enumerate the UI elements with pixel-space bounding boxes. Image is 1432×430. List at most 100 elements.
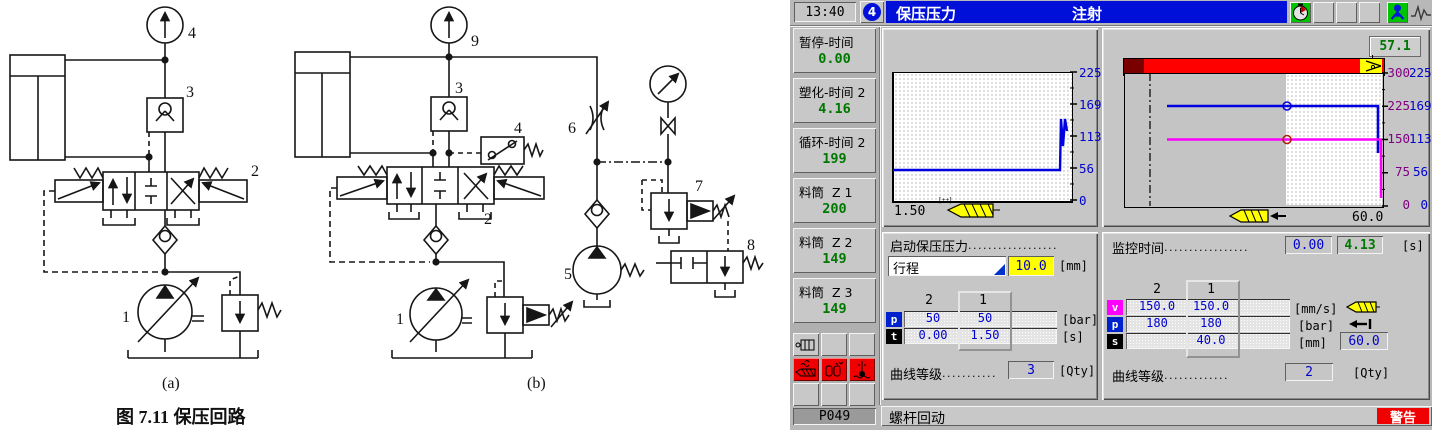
leader-dots: ........... [942,367,997,380]
tool-blank-2[interactable] [849,333,875,356]
toolbar-blank-button-2[interactable] [1336,2,1357,23]
top-bar: 13:40 4 保压压力 注射 [790,0,1432,25]
sidebar-item-value: 149 [822,301,847,317]
toolbar-blank-button-1[interactable] [1313,2,1334,23]
time-step1-field[interactable]: 1.50 [970,328,1000,342]
chart2-ytick-right: 225 [1409,65,1432,80]
sidebar-item-label: 循环-时间 2 [799,135,866,150]
sidebar-item-pause-time[interactable]: 暂停-时间 0.00 [793,28,876,73]
screw-move-left-icon [1228,209,1286,223]
hydraulic-circuit-figure: 4 3 2 1 9 3 4 2 1 5 6 7 8 (a) (b) 图 7.11… [9,6,764,427]
pressure-step1-field[interactable]: 50 [977,311,993,325]
row-chip-t: t [886,329,902,344]
sidebar-item-barrel-z3[interactable]: 料筒 Z 3 149 [793,278,876,323]
chart2-ytick-right: 169 [1409,98,1432,113]
nozzle-heat-button[interactable] [849,358,875,381]
pressure-node-marker[interactable] [1282,101,1292,111]
pressure-row-strip: 50 50 [904,311,1057,327]
label-a3: 3 [186,84,194,101]
sidebar-item-plast-time[interactable]: 塑化-时间 2 4.16 [793,78,876,123]
chart1-ytick: 169 [1079,97,1102,112]
time-row-unit: [s] [1062,330,1084,344]
time-step2-field[interactable]: 0.00 [918,328,948,342]
row-chip-p: p [1107,317,1123,332]
figure-caption: 图 7.11 保压回路 [116,406,247,427]
hydraulic-circuit-svg: 4 3 2 1 9 3 4 2 1 5 6 7 8 (a) (b) 图 7.11… [9,6,764,427]
start-threshold-unit: [mm] [1059,259,1088,273]
chart2-ytick-left: 225 [1387,98,1410,113]
label-a1: 1 [122,309,130,326]
tank-b [391,350,533,359]
toolbar-blank-button-3[interactable] [1359,2,1380,23]
tool-blank-4[interactable] [821,383,847,406]
end-position-field[interactable]: 60.0 [1340,332,1388,350]
chart1-plot-area [892,72,1073,203]
sidebar-item-label: 料筒 Z 2 [799,235,853,250]
label-b6: 6 [568,120,576,137]
variable-pump-a [137,276,204,343]
label-a2: 2 [251,163,259,180]
progress-dark-segment [1124,59,1144,73]
sidebar-item-value: 199 [822,151,847,167]
start-threshold-field[interactable]: 10.0 [1008,256,1054,276]
chart2-ytick-left: 75 [1394,164,1410,179]
stroke-step2-field[interactable] [1132,334,1182,347]
chart2-ytick-right: 56 [1412,164,1428,179]
sidebar-item-cycle-time[interactable]: 循环-时间 2 199 [793,128,876,173]
curve-grade-field[interactable]: 3 [1008,361,1054,379]
pressure-step2-field[interactable]: 50 [925,311,941,325]
col-header-1: 1 [979,292,987,308]
tool-blank-3[interactable] [793,383,819,406]
pressure-step2-field[interactable]: 180 [1146,316,1168,330]
label-b3: 3 [455,80,463,97]
chart2-ytick-right: 0 [1420,197,1428,212]
tool-blank-1[interactable] [821,333,847,356]
chevron-down-icon [994,264,1005,275]
speed-node-marker[interactable] [1282,134,1292,145]
injection-unit-icon [795,339,815,350]
chart1-ytick: 113 [1079,129,1102,144]
tool-blank-5[interactable] [849,383,875,406]
sidebar-item-label: 料筒 Z 3 [799,285,853,300]
injection-unit-button[interactable] [793,333,819,356]
screw-heat-button[interactable] [793,358,819,381]
page-id-display: P049 [793,408,876,425]
sidebar-item-label: 塑化-时间 2 [799,85,866,100]
label-b2: 2 [484,211,492,228]
row-chip-p: p [886,312,902,327]
operator-button[interactable] [1387,2,1408,23]
directional-valve-b [336,164,545,220]
label-b5: 5 [564,266,572,283]
row-chip-s: s [1107,334,1123,349]
chart2-ytick-left: 300 [1387,65,1410,80]
sidebar-item-barrel-z2[interactable]: 料筒 Z 2 149 [793,228,876,273]
pressure-step1-field[interactable]: 180 [1200,316,1222,330]
speed-row-unit: [mm/s] [1294,302,1338,316]
curve-grade-unit: [Qty] [1353,366,1390,380]
timer-button[interactable] [1290,2,1311,23]
valve-8 [656,221,764,298]
heater-band-button[interactable] [821,358,847,381]
sidebar: 暂停-时间 0.00 塑化-时间 2 4.16 循环-时间 2 199 料筒 Z… [790,27,879,406]
leader-dots: ............. [1164,369,1229,382]
screen-number-button[interactable]: 4 [860,1,884,23]
alarm-button[interactable]: 警告 [1377,408,1429,426]
speed-step1-field[interactable]: 150.0 [1192,299,1230,313]
stroke-row-unit: [mm] [1298,336,1327,350]
monitor-time-set-field[interactable]: 0.00 [1285,236,1332,254]
sidebar-item-value: 200 [822,201,847,217]
start-mode-dropdown[interactable]: 行程 [888,256,1006,277]
speed-step2-field[interactable]: 150.0 [1138,299,1176,313]
label-b4: 4 [514,120,522,137]
chart1-overlay: [++] [893,71,1077,218]
status-message: 螺杆回动 [889,411,945,427]
monitor-title: 监控时间 [1112,242,1165,257]
start-mode-value: 行程 [893,262,920,277]
stroke-step1-field[interactable]: 40.0 [1196,333,1226,347]
circuit-a [9,6,282,359]
sidebar-item-barrel-z1[interactable]: 料筒 Z 1 200 [793,178,876,223]
stop-arrow-icon [1349,319,1372,329]
curve-grade-field[interactable]: 2 [1285,363,1333,381]
circuit-b [294,6,764,359]
svg-text:[++]: [++] [939,196,952,204]
